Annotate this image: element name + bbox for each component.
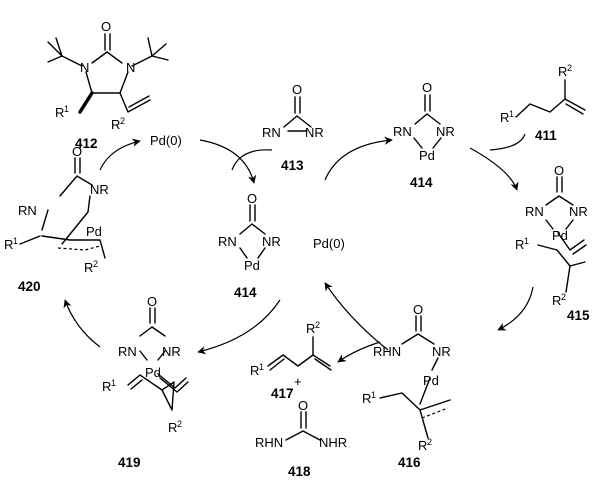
- label-sup-1: 1: [64, 104, 69, 114]
- arrow-420-to-412: [99, 138, 141, 171]
- label-sup-1: 1: [509, 109, 514, 119]
- structure-414-center: O RN NR Pd 414: [218, 191, 281, 300]
- label-R: R: [84, 260, 93, 275]
- label-R: R: [250, 363, 259, 378]
- label-RN: RN: [118, 344, 137, 359]
- label-RN: RN: [525, 204, 544, 219]
- pd0-label-center: Pd(0): [313, 236, 345, 251]
- compound-number-411: 411: [535, 128, 557, 143]
- label-sup-2: 2: [561, 292, 566, 302]
- label-NHR: NHR: [319, 435, 347, 450]
- label-NR: NR: [262, 234, 281, 249]
- compound-number-418: 418: [288, 464, 311, 479]
- label-R: R: [306, 321, 315, 336]
- arrow-to-414-top: [324, 136, 393, 181]
- compound-number-414: 414: [410, 175, 433, 190]
- label-Pd: Pd: [419, 148, 435, 163]
- label-Pd: Pd: [552, 228, 568, 243]
- label-R: R: [111, 117, 120, 132]
- label-sup-2: 2: [315, 320, 320, 330]
- structure-418: O RHN NHR 418: [255, 398, 347, 479]
- label-sup-1: 1: [111, 378, 116, 388]
- label-RN: RN: [393, 124, 412, 139]
- label-R: R: [362, 391, 371, 406]
- structure-413: O RN NR 413: [262, 82, 324, 173]
- label-NR: NR: [432, 344, 451, 359]
- atom-O: O: [147, 294, 157, 309]
- atom-O: O: [422, 80, 432, 95]
- arrow-416-to-414: [324, 282, 389, 351]
- compound-number-417: 417: [271, 386, 294, 401]
- atom-O: O: [292, 82, 302, 97]
- structure-415: O RN NR Pd R 1 R 2 415: [515, 163, 590, 323]
- structure-416: O RHN NR Pd R 1 R 2 416: [362, 302, 451, 470]
- label-R: R: [552, 293, 561, 308]
- compound-number-415: 415: [567, 308, 590, 323]
- label-R: R: [55, 105, 64, 120]
- atom-O: O: [101, 19, 111, 34]
- label-R: R: [168, 420, 177, 435]
- label-Pd: Pd: [86, 224, 102, 239]
- label-RN: RN: [218, 234, 237, 249]
- plus-sign: +: [294, 374, 302, 389]
- atom-O: O: [298, 398, 308, 413]
- label-sup-2: 2: [567, 63, 572, 73]
- arrow-411-join: [489, 133, 526, 151]
- label-sup-1: 1: [13, 236, 18, 246]
- compound-number-414: 414: [234, 285, 257, 300]
- structure-417: R 1 R 2 417 +: [250, 320, 332, 401]
- label-Pd: Pd: [145, 365, 161, 380]
- structure-412: O N N R 1 R 2 412: [47, 19, 169, 151]
- label-sup-2: 2: [93, 259, 98, 269]
- compound-number-412: 412: [75, 136, 98, 151]
- label-R: R: [515, 237, 524, 252]
- arrow-415-to-416: [497, 286, 534, 331]
- structure-414-top: O RN NR Pd 414: [393, 80, 455, 190]
- label-Pd: Pd: [244, 258, 260, 273]
- label-R: R: [4, 237, 13, 252]
- label-NR: NR: [90, 182, 109, 197]
- label-sup-2: 2: [120, 116, 125, 126]
- arrow-414-to-419: [197, 299, 281, 355]
- label-sup-2: 2: [177, 419, 182, 429]
- label-sup-1: 1: [259, 362, 264, 372]
- compound-number-416: 416: [398, 455, 421, 470]
- atom-N: N: [126, 60, 135, 75]
- label-NR: NR: [162, 344, 181, 359]
- compound-number-413: 413: [281, 158, 304, 173]
- arrow-413-join: [231, 149, 273, 171]
- arrow-419-to-420: [63, 299, 101, 348]
- structure-420: O NR RN Pd R 1 R 2 420: [4, 144, 109, 294]
- pd0-label-top: Pd(0): [150, 133, 182, 148]
- arrow-pd0-to-414: [199, 139, 257, 184]
- structure-419: O RN NR Pd R 1 R 2 419: [102, 294, 189, 470]
- label-NR: NR: [569, 204, 588, 219]
- atom-O: O: [247, 191, 257, 206]
- label-R: R: [102, 379, 111, 394]
- arrow-414-to-415: [469, 147, 519, 191]
- atom-O: O: [72, 144, 82, 159]
- compound-number-420: 420: [18, 279, 41, 294]
- label-R: R: [500, 110, 509, 125]
- label-sup-2: 2: [427, 437, 432, 447]
- label-sup-1: 1: [524, 236, 529, 246]
- label-RN: RN: [262, 125, 281, 140]
- label-sup-1: 1: [371, 390, 376, 400]
- label-Pd: Pd: [423, 373, 439, 388]
- atom-N: N: [80, 60, 89, 75]
- compound-number-419: 419: [118, 455, 141, 470]
- label-R: R: [558, 64, 567, 79]
- atom-O: O: [413, 302, 423, 317]
- atom-O: O: [554, 163, 564, 178]
- arrow-to-417: [337, 341, 381, 363]
- structure-411: R 1 R 2 411: [500, 63, 586, 143]
- label-NR: NR: [436, 124, 455, 139]
- label-RHN: RHN: [373, 344, 401, 359]
- label-R: R: [418, 438, 427, 453]
- label-NR: NR: [305, 125, 324, 140]
- label-RHN: RHN: [255, 435, 283, 450]
- label-RN: RN: [18, 203, 37, 218]
